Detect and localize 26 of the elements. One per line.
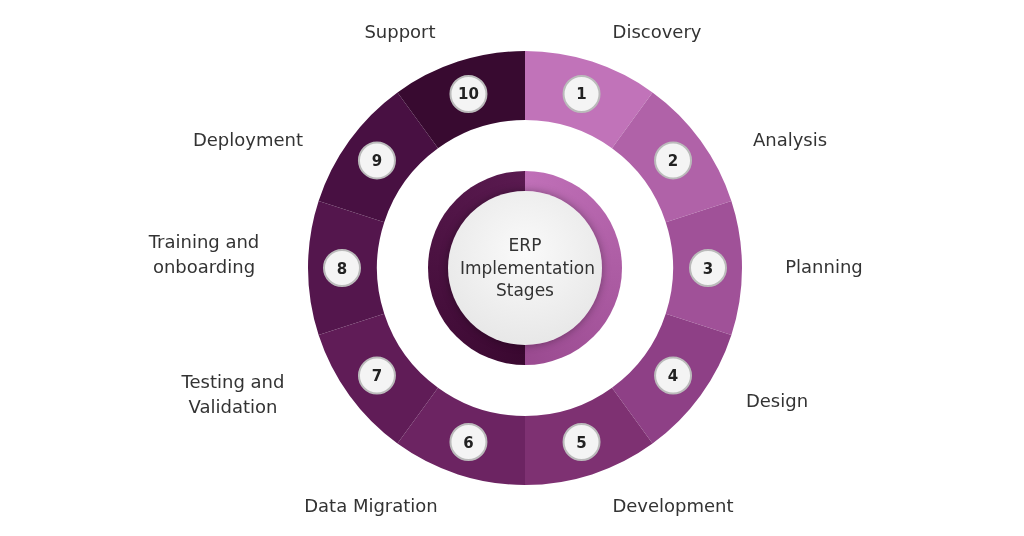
stage-label: Data Migration — [303, 494, 439, 519]
stage-label: Design — [744, 389, 810, 414]
step-number: 4 — [667, 367, 679, 386]
ring-segment — [665, 200, 742, 336]
ring-segment — [525, 387, 653, 485]
ring-segment — [308, 200, 385, 336]
stage-label: Planning — [784, 255, 864, 280]
step-number: 3 — [702, 259, 714, 278]
step-number: 1 — [576, 85, 587, 104]
ring-segment — [318, 313, 438, 444]
step-number: 10 — [458, 85, 479, 104]
step-number: 5 — [576, 433, 587, 452]
stage-label: Deployment — [191, 128, 305, 153]
step-number: 2 — [667, 151, 679, 170]
stage-label: Testing and Validation — [180, 369, 286, 419]
ring-segment — [397, 51, 525, 149]
ring-segment — [612, 92, 732, 223]
step-number: 7 — [371, 367, 383, 386]
step-number: 6 — [463, 433, 474, 452]
stage-label: Support — [363, 20, 437, 45]
step-number: 8 — [336, 259, 348, 278]
stage-label: Analysis — [751, 128, 829, 153]
step-number: 9 — [371, 151, 383, 170]
stage-label: Discovery — [611, 20, 703, 45]
stage-label: Development — [611, 494, 735, 519]
stage-label: Training and onboarding — [147, 229, 261, 279]
